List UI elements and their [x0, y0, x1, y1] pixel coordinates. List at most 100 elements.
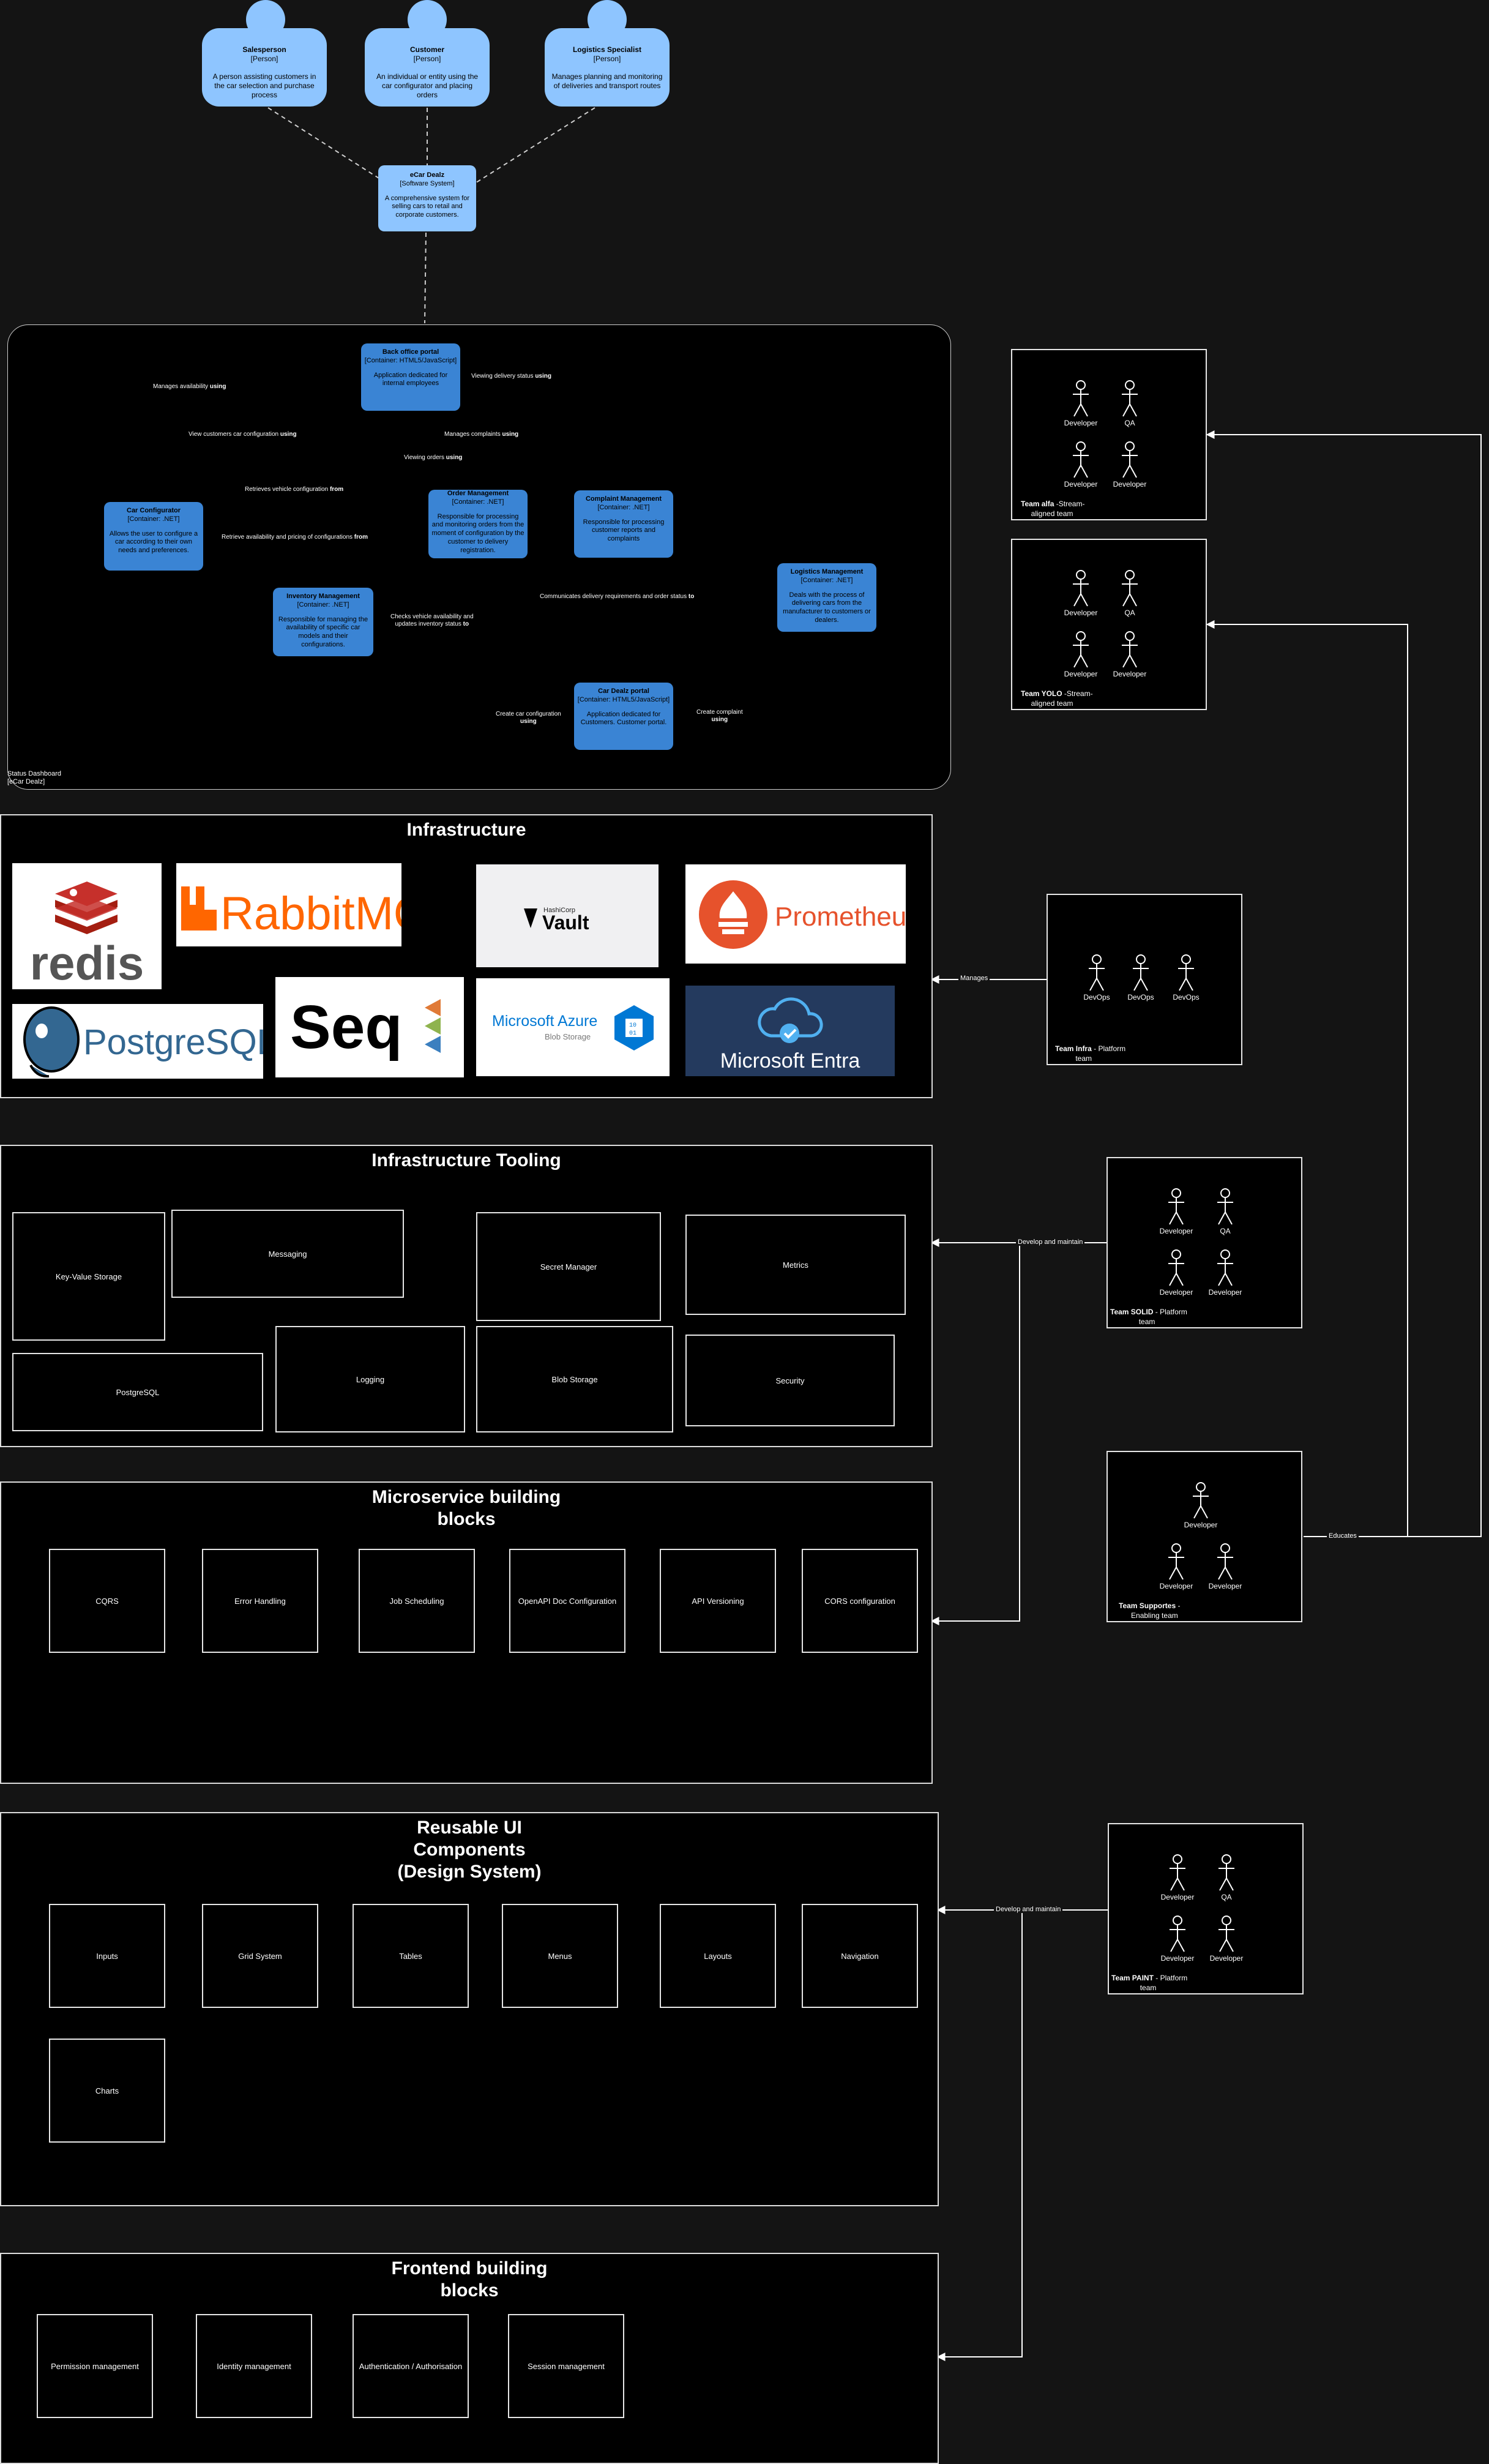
- container-title: Logistics Management: [790, 568, 864, 575]
- container-title: Car Dealz portal: [598, 687, 649, 695]
- redis-logo: redis: [12, 863, 162, 989]
- stick-figure-icon: [1217, 1188, 1233, 1225]
- person-type: [Person]: [250, 54, 278, 63]
- relation-label: Viewing orders using: [404, 454, 463, 462]
- container-order-management[interactable]: Order Management [Container: .NET] Respo…: [428, 490, 528, 558]
- ui-block[interactable]: Charts: [49, 2039, 165, 2143]
- actor-developer: Developer: [1153, 1854, 1202, 1901]
- microsoft-entra-logo: Microsoft Entra: [685, 986, 895, 1076]
- stick-figure-icon: [1073, 380, 1089, 417]
- frontend-block[interactable]: Permission management: [37, 2314, 153, 2418]
- stick-figure-icon: [1217, 1249, 1233, 1286]
- ui-block[interactable]: Navigation: [802, 1904, 918, 2008]
- frontend-block[interactable]: Identity management: [196, 2314, 312, 2418]
- container-inventory-management[interactable]: Inventory Management [Container: .NET] R…: [273, 588, 373, 656]
- stick-figure-icon: [1073, 570, 1089, 607]
- tooling-block[interactable]: Security: [685, 1335, 895, 1426]
- container-type: [Container: HTML5/JavaScript]: [577, 695, 670, 703]
- ui-block[interactable]: Inputs: [49, 1904, 165, 2008]
- svg-text:redis: redis: [30, 936, 144, 989]
- microservice-block[interactable]: CORS configuration: [802, 1549, 918, 1653]
- tooling-block[interactable]: Logging: [275, 1326, 465, 1432]
- actor-devops: DevOps: [1072, 954, 1121, 1002]
- svg-text:Vault: Vault: [542, 912, 589, 934]
- relation-label: Retrieves vehicle configuration from: [245, 486, 344, 493]
- tooling-block[interactable]: Blob Storage: [476, 1326, 673, 1432]
- team-label: Team PAINT - Platform team: [1111, 1974, 1188, 1992]
- tooling-block[interactable]: Messaging: [171, 1210, 404, 1298]
- actor-developer: Developer: [1201, 1249, 1250, 1297]
- microservice-block[interactable]: Job Scheduling: [359, 1549, 475, 1653]
- stick-figure-icon: [1122, 380, 1138, 417]
- microservice-block[interactable]: API Versioning: [660, 1549, 776, 1653]
- team-label: Team Supportes - Enabling team: [1119, 1601, 1181, 1620]
- ui-block[interactable]: Grid System: [202, 1904, 318, 2008]
- frontend-block[interactable]: Session management: [508, 2314, 624, 2418]
- tooling-block[interactable]: Secret Manager: [476, 1212, 661, 1321]
- team-paint[interactable]: Developer QA Developer Developer Team PA…: [1108, 1823, 1304, 1994]
- microservice-block[interactable]: OpenAPI Doc Configuration: [509, 1549, 625, 1653]
- container-description: Application dedicated for Customers. Cus…: [580, 710, 667, 727]
- tooling-block[interactable]: PostgreSQL: [12, 1353, 263, 1431]
- edge-label: Develop and maintain: [994, 1906, 1063, 1913]
- container-description: Deals with the process of delivering car…: [783, 591, 871, 624]
- person-type: [Person]: [413, 54, 441, 63]
- team-supportes[interactable]: Developer Developer Developer Team Suppo…: [1106, 1451, 1302, 1622]
- edge-label: Manages: [958, 975, 990, 982]
- container-car-dealz-portal[interactable]: Car Dealz portal [Container: HTML5/JavaS…: [574, 683, 673, 750]
- person-description: A person assisting customers in the car …: [212, 72, 316, 99]
- relation-label: Retrieve availability and pricing of con…: [222, 534, 368, 541]
- stick-figure-icon: [1168, 1188, 1184, 1225]
- section-frontend-building-blocks: Frontend building blocks: [0, 2253, 939, 2464]
- actor-developer: Developer: [1105, 631, 1154, 678]
- actor-developer: Developer: [1201, 1543, 1250, 1590]
- stick-figure-icon: [1178, 954, 1194, 991]
- container-type: [Container: .NET]: [127, 515, 180, 523]
- actor-developer: Developer: [1056, 441, 1105, 489]
- system-type: [Software System]: [400, 179, 455, 187]
- relation-label: Communicates delivery requirements and o…: [540, 593, 695, 601]
- actor-developer: Developer: [1056, 569, 1105, 617]
- svg-text:Microsoft Entra: Microsoft Entra: [720, 1049, 860, 1073]
- container-back-office-portal[interactable]: Back office portal [Container: HTML5/Jav…: [361, 343, 460, 411]
- section-title: Frontend building blocks: [391, 2258, 548, 2301]
- container-complaint-management[interactable]: Complaint Management [Container: .NET] R…: [574, 490, 673, 558]
- svg-text:HashiCorp: HashiCorp: [543, 907, 575, 914]
- ui-block[interactable]: Tables: [353, 1904, 469, 2008]
- team-alfa[interactable]: Developer QA Developer Developer Team al…: [1011, 349, 1207, 520]
- container-logistics-management[interactable]: Logistics Management [Container: .NET] D…: [777, 563, 876, 632]
- container-type: [Container: .NET]: [297, 601, 349, 609]
- team-yolo[interactable]: Developer QA Developer Developer Team YO…: [1011, 539, 1207, 710]
- person-title: Salesperson: [242, 45, 286, 54]
- svg-text:Prometheus: Prometheus: [775, 902, 906, 932]
- microservice-block[interactable]: CQRS: [49, 1549, 165, 1653]
- person-title: Logistics Specialist: [572, 45, 642, 54]
- container-car-configurator[interactable]: Car Configurator [Container: .NET] Allow…: [104, 502, 203, 571]
- software-system-ecar-dealz[interactable]: eCar Dealz [Software System] A comprehen…: [378, 165, 476, 231]
- actor-developer: Developer: [1056, 631, 1105, 678]
- microservice-block[interactable]: Error Handling: [202, 1549, 318, 1653]
- actor-qa: QA: [1105, 380, 1154, 427]
- actor-developer: Developer: [1202, 1915, 1251, 1963]
- svg-text:Microsoft Azure: Microsoft Azure: [492, 1013, 597, 1030]
- frontend-block[interactable]: Authentication / Authorisation: [353, 2314, 469, 2418]
- actor-devops: DevOps: [1162, 954, 1211, 1002]
- team-infra[interactable]: DevOps DevOps DevOps Team Infra - Platfo…: [1047, 894, 1242, 1065]
- stick-figure-icon: [1073, 441, 1089, 478]
- svg-text:RabbitMQ: RabbitMQ: [220, 888, 401, 940]
- actor-developer: Developer: [1152, 1249, 1201, 1297]
- ui-block[interactable]: Layouts: [660, 1904, 776, 2008]
- container-type: [Container: .NET]: [452, 498, 504, 506]
- stick-figure-icon: [1073, 631, 1089, 668]
- ui-block[interactable]: Menus: [502, 1904, 618, 2008]
- system-description: A comprehensive system for selling cars …: [384, 194, 470, 219]
- tooling-block[interactable]: Metrics: [685, 1215, 906, 1315]
- postgresql-logo: PostgreSQL: [12, 1004, 263, 1079]
- team-solid[interactable]: Developer QA Developer Developer Team SO…: [1106, 1157, 1302, 1328]
- actor-developer: Developer: [1152, 1543, 1201, 1590]
- tooling-block[interactable]: Key-Value Storage: [12, 1212, 165, 1341]
- edge-label: Educates: [1327, 1532, 1359, 1540]
- stick-figure-icon: [1122, 441, 1138, 478]
